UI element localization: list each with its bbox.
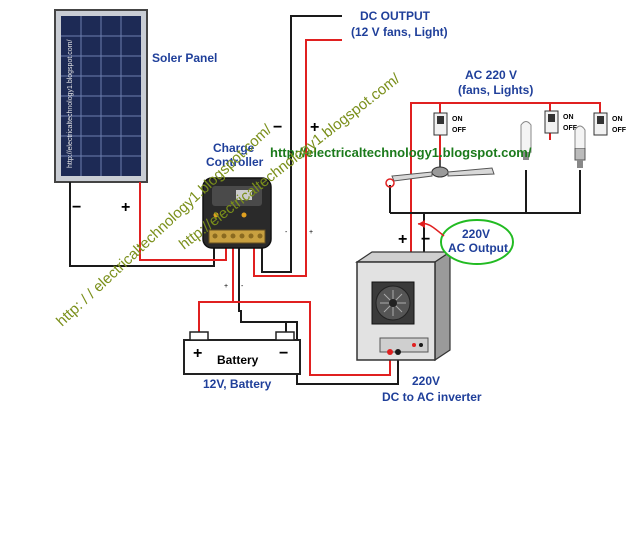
ceiling-fan-icon bbox=[385, 160, 495, 188]
panel-url-watermark: http://electricaltechnology1.blogspot.co… bbox=[67, 40, 74, 168]
panel-plus: + bbox=[121, 199, 130, 216]
panel-minus: − bbox=[72, 199, 81, 216]
svg-text:-: - bbox=[285, 229, 288, 236]
ac-output-label-2: AC Output bbox=[448, 241, 508, 255]
switch-lamp-1-on: ON bbox=[563, 114, 574, 121]
battery-negative-wire bbox=[238, 245, 287, 333]
battery-plus: + bbox=[193, 345, 202, 362]
solar-panel: http://electricaltechnology1.blogspot.co… bbox=[54, 9, 148, 183]
battery-minus: − bbox=[279, 345, 288, 362]
switch-lamp-1-off: OFF bbox=[563, 125, 578, 132]
solar-panel-label: Soler Panel bbox=[152, 51, 217, 65]
inverter-positive-wire bbox=[233, 301, 391, 376]
battery bbox=[183, 331, 301, 375]
inverter-negative-wire bbox=[286, 321, 399, 385]
panel-negative-wire bbox=[69, 182, 215, 267]
dc-output-label: DC OUTPUT bbox=[360, 9, 431, 23]
switch-fan bbox=[433, 112, 448, 136]
battery-label: Battery bbox=[217, 353, 259, 367]
switch-lamp-1 bbox=[544, 110, 559, 134]
switch-lamp-2 bbox=[593, 112, 608, 136]
wires bbox=[69, 15, 601, 385]
ac-out-plus: + bbox=[398, 231, 407, 248]
ac-out-minus: − bbox=[421, 231, 430, 248]
ac-output-label-1: 220V bbox=[462, 227, 490, 241]
ac-loads-sublabel: (fans, Lights) bbox=[458, 83, 533, 97]
dc-output-minus: − bbox=[273, 119, 282, 136]
ac-neutral-wire bbox=[423, 170, 581, 263]
switch-fan-off: OFF bbox=[452, 127, 467, 134]
dc-out-negative-wire bbox=[261, 15, 342, 273]
panel-positive-wire bbox=[139, 182, 227, 261]
switch-lamp-2-off: OFF bbox=[612, 127, 627, 134]
dc-output-plus: + bbox=[310, 119, 319, 136]
inverter-label-2: DC to AC inverter bbox=[382, 390, 482, 404]
inverter bbox=[355, 250, 452, 362]
dc-output-sublabel: (12 V fans, Light) bbox=[351, 25, 448, 39]
switch-fan-on: ON bbox=[452, 116, 463, 123]
svg-text:+: + bbox=[224, 283, 228, 290]
charge-controller bbox=[202, 177, 272, 249]
ac-loads-label: AC 220 V bbox=[465, 68, 517, 82]
svg-text:-: - bbox=[241, 283, 244, 290]
switch-lamp-2-on: ON bbox=[612, 116, 623, 123]
ac-output-callout bbox=[417, 219, 514, 265]
charge-controller-label-1: Charge bbox=[213, 141, 255, 155]
green-url-watermark: http://electricaltechnology1.blogspot.co… bbox=[270, 145, 532, 160]
battery-caption: 12V, Battery bbox=[203, 377, 272, 391]
inverter-label-1: 220V bbox=[412, 374, 440, 388]
charge-controller-label-2: Controller bbox=[206, 155, 264, 169]
cfl-lamp-icon-2 bbox=[574, 125, 586, 168]
battery-positive-wire bbox=[198, 245, 234, 333]
dc-out-positive-wire bbox=[253, 39, 342, 277]
cfl-lamp-icon bbox=[520, 121, 532, 160]
svg-text:+: + bbox=[309, 229, 313, 236]
